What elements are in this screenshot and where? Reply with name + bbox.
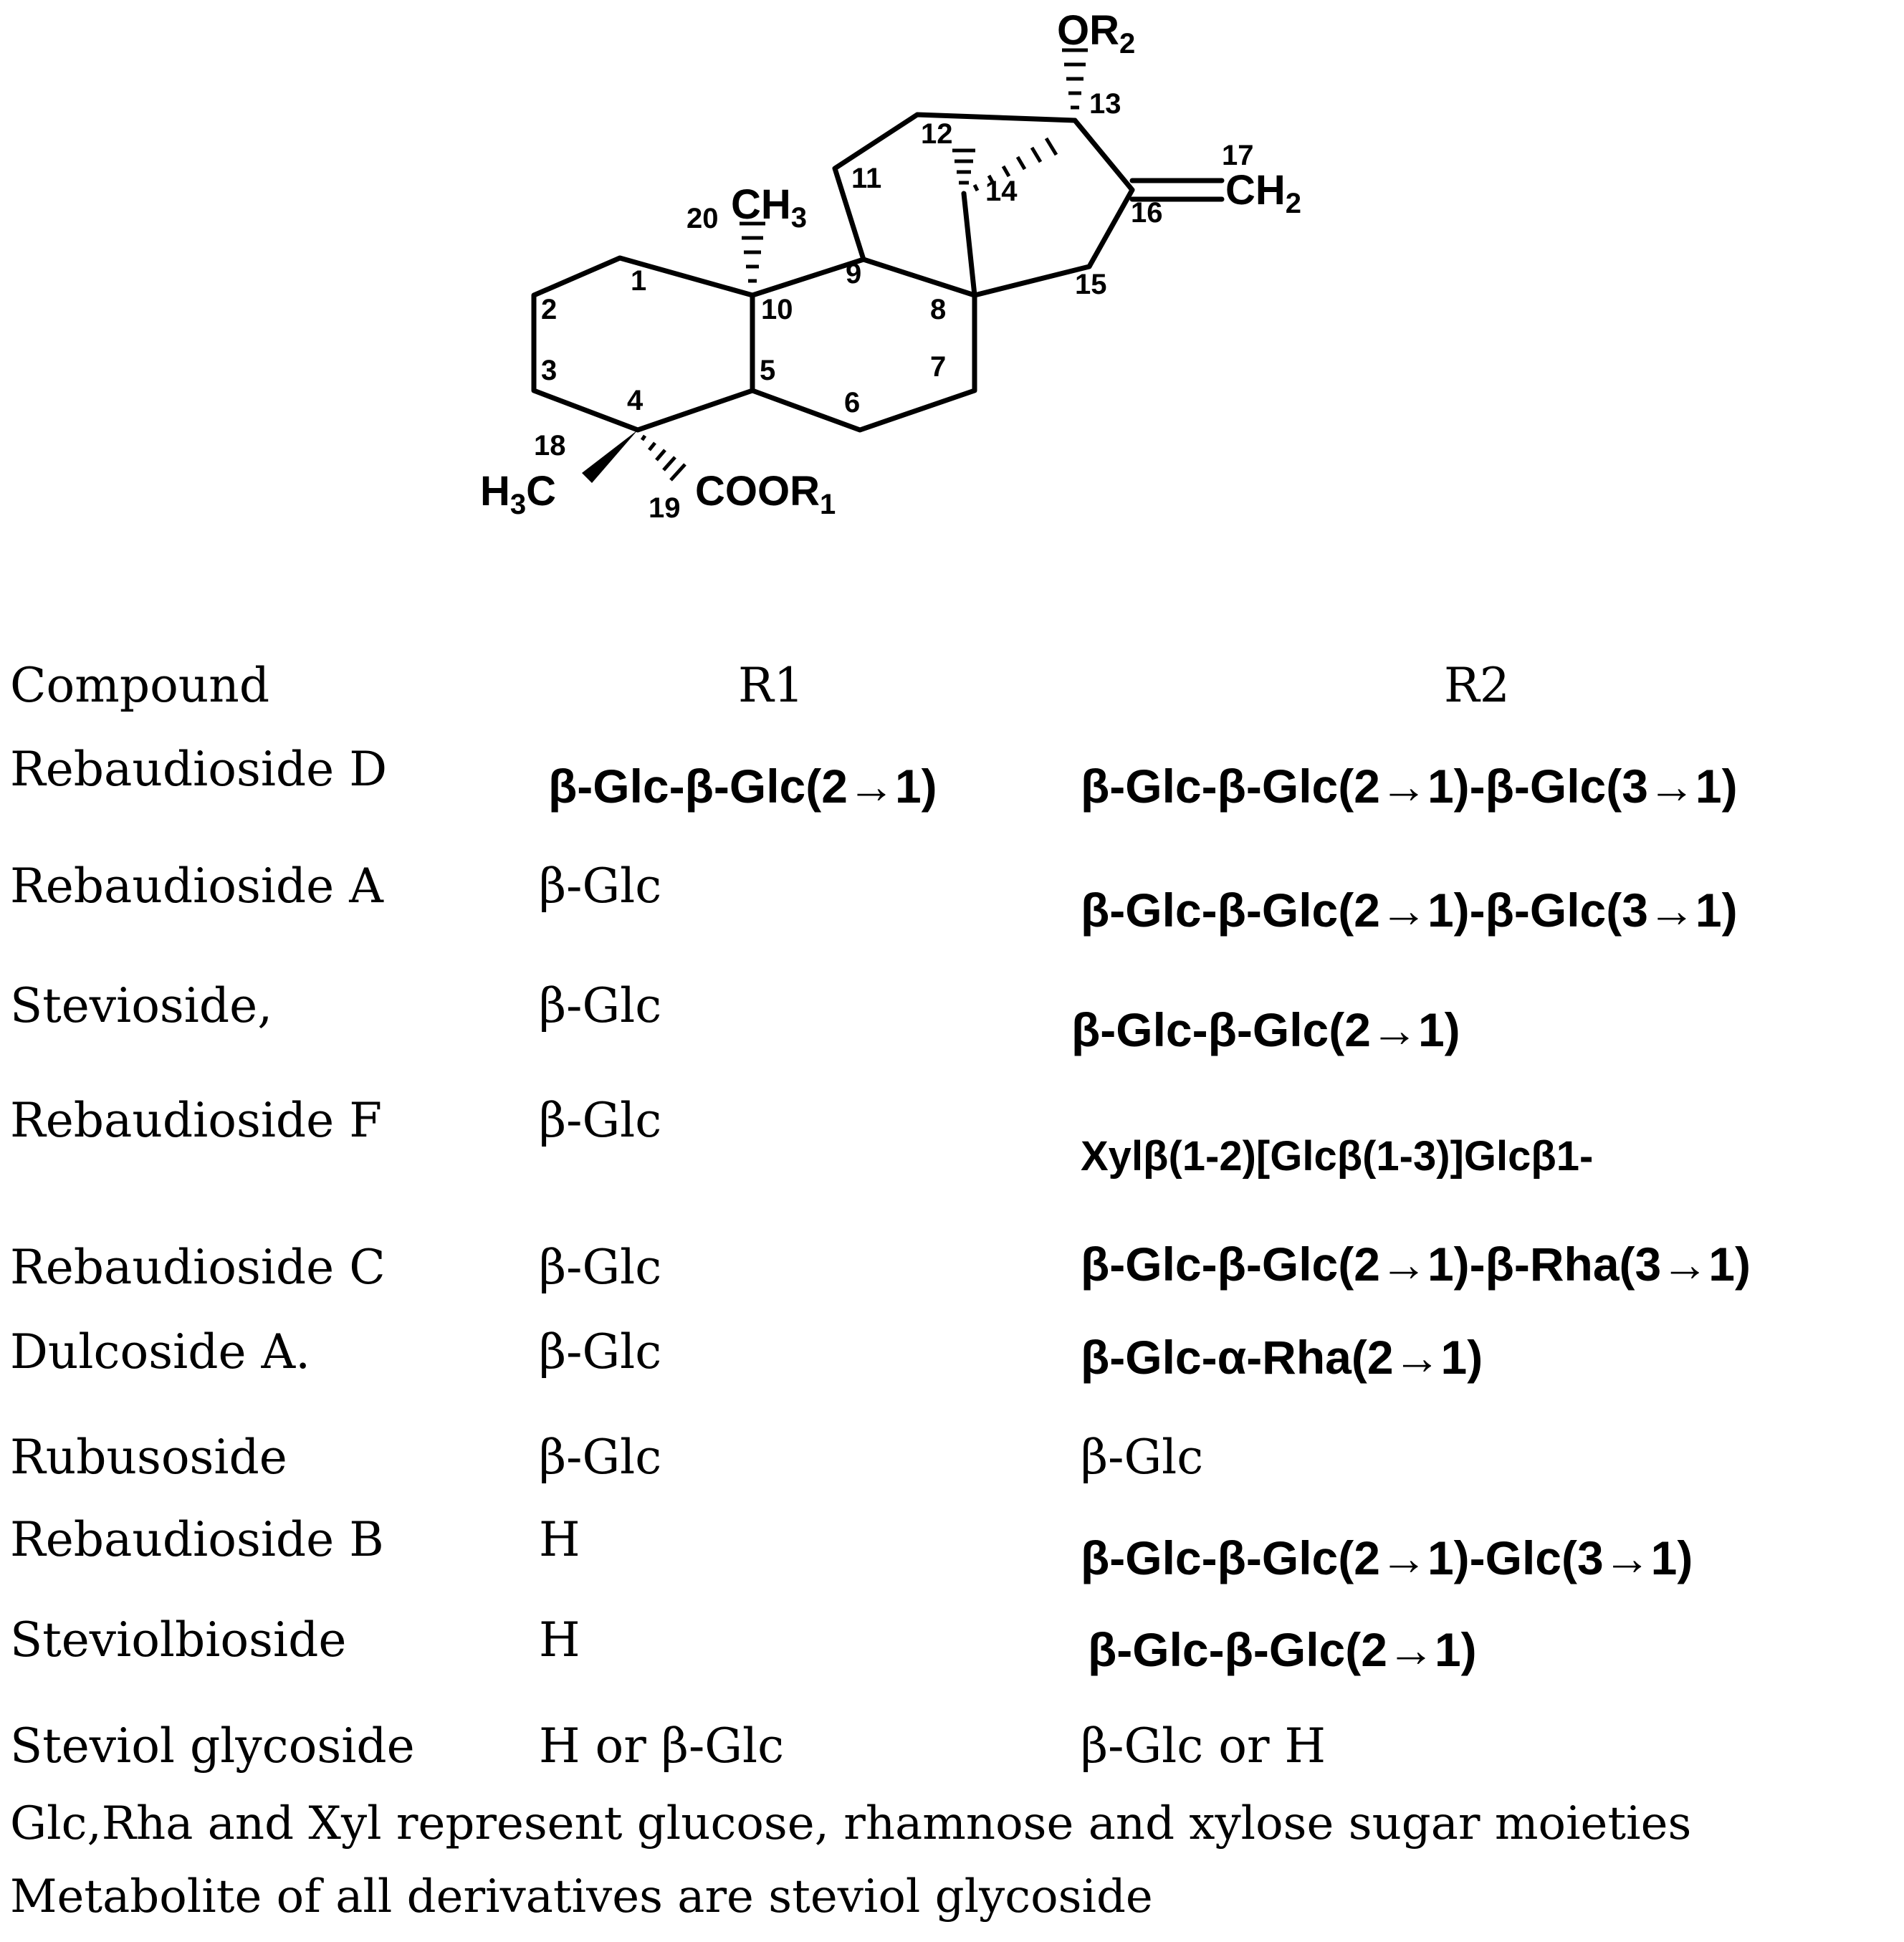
r2-value: β-Glc-β-Glc(2→1) — [1071, 1003, 1460, 1056]
atom-number-20: 20 — [687, 203, 719, 234]
r1-value: H — [539, 1612, 580, 1668]
r2-value: β-Glc or H — [1081, 1718, 1326, 1774]
r2-value: Xylβ(1-2)[Glcβ(1-3)]Glcβ1- — [1081, 1133, 1594, 1180]
ring-c-bonds — [832, 112, 1078, 262]
atom-number-7: 7 — [930, 351, 946, 383]
compound-name: Rebaudioside A — [10, 858, 383, 914]
atom-number-1: 1 — [631, 265, 646, 297]
compound-name: Rebaudioside D — [10, 742, 388, 797]
r2-value: β-Glc-α-Rha(2→1) — [1081, 1331, 1483, 1384]
atom-number-17: 17 — [1222, 140, 1254, 171]
r1-value: β-Glc — [539, 1430, 662, 1485]
compound-name: Steviolbioside — [10, 1612, 347, 1668]
atom-number-15: 15 — [1075, 269, 1107, 300]
atom-number-2: 2 — [541, 294, 557, 325]
table-row: Rebaudioside F β-Glc Xylβ(1-2)[Glcβ(1-3)… — [0, 1093, 1904, 1180]
table-row: Steviolbioside H β-Glc-β-Glc(2→1) — [0, 1612, 1904, 1684]
coor1-label: COOR1 — [695, 468, 836, 520]
ring-d-bonds — [972, 118, 1135, 298]
r1-value: H or β-Glc — [539, 1718, 785, 1774]
table-row: Rebaudioside A β-Glc β-Glc-β-Glc(2→1)-β-… — [0, 858, 1904, 937]
r2-value: β-Glc-β-Glc(2→1)-β-Glc(3→1) — [1081, 884, 1738, 937]
atom-number-19: 19 — [649, 492, 681, 524]
r1-value: β-Glc — [539, 1093, 662, 1148]
atom-number-11: 11 — [851, 163, 881, 194]
r2-value: β-Glc-β-Glc(2→1)-β-Rha(3→1) — [1081, 1238, 1751, 1291]
footnote-metabolite: Metabolite of all derivatives are stevio… — [10, 1870, 1153, 1923]
ch3-label: CH3 — [731, 181, 807, 234]
table-row: Dulcoside A. β-Glc β-Glc-α-Rha(2→1) — [0, 1324, 1904, 1396]
r1-value: H — [539, 1512, 580, 1567]
compound-name: Steviol glycoside — [10, 1718, 415, 1774]
compound-name: Rebaudioside C — [10, 1240, 386, 1295]
atom-number-8: 8 — [930, 294, 946, 325]
atom-number-14: 14 — [985, 176, 1018, 207]
hashed-bond-or2 — [1062, 48, 1088, 110]
r1-value: β-Glc — [539, 1324, 662, 1379]
table-row: Rebaudioside C β-Glc β-Glc-β-Glc(2→1)-β-… — [0, 1238, 1904, 1311]
r2-value: β-Glc-β-Glc(2→1) — [1088, 1623, 1477, 1676]
atom-number-3: 3 — [541, 355, 557, 386]
table-row: Rubusoside β-Glc β-Glc — [0, 1430, 1904, 1501]
atom-number-6: 6 — [844, 387, 860, 418]
compound-name: Dulcoside A. — [10, 1324, 311, 1379]
r1-value: β-Glc — [539, 978, 662, 1033]
ch2-label: CH2 — [1225, 167, 1301, 219]
hashed-bond-14 — [952, 148, 975, 185]
r1-value: β-Glc — [539, 858, 662, 914]
table-header-row: Compound R1 R2 — [0, 658, 1904, 730]
atom-number-12: 12 — [921, 118, 953, 150]
bond-14-8 — [961, 191, 977, 298]
compound-name: Rebaudioside B — [10, 1512, 384, 1567]
or2-label: OR2 — [1057, 7, 1135, 59]
atom-number-13: 13 — [1089, 88, 1121, 120]
table-row: Steviol glycoside H or β-Glc β-Glc or H — [0, 1718, 1904, 1790]
header-r1: R1 — [738, 658, 804, 713]
compound-name: Rubusoside — [10, 1430, 287, 1485]
hashed-bond-19 — [640, 434, 687, 482]
table-row: Rebaudioside B H β-Glc-β-Glc(2→1)-Glc(3→… — [0, 1512, 1904, 1584]
atom-number-10: 10 — [761, 294, 793, 325]
ring-b-bonds — [750, 257, 977, 433]
hashed-bridge-13-14 — [972, 137, 1058, 192]
r1-value: β-Glc — [539, 1240, 662, 1295]
table-row: Stevioside, β-Glc β-Glc-β-Glc(2→1) — [0, 978, 1904, 1056]
header-compound: Compound — [10, 658, 270, 713]
atom-number-9: 9 — [846, 258, 861, 290]
wedge-bond-18 — [582, 430, 638, 483]
hashed-bond-20 — [740, 221, 765, 283]
r2-value: β-Glc-β-Glc(2→1)-Glc(3→1) — [1081, 1531, 1693, 1584]
steviol-structure: OR2 CH3 CH2 H3C COOR1 1 2 3 4 5 6 7 8 9 … — [480, 7, 1301, 524]
table-row: Rebaudioside D β-Glc-β-Glc(2→1) β-Glc-β-… — [0, 742, 1904, 813]
atom-number-16: 16 — [1131, 197, 1163, 229]
compound-name: Rebaudioside F — [10, 1093, 383, 1148]
atom-number-5: 5 — [760, 355, 775, 386]
r2-value: β-Glc-β-Glc(2→1)-β-Glc(3→1) — [1081, 760, 1738, 813]
r2-value: β-Glc — [1081, 1430, 1204, 1485]
compound-name: Stevioside, — [10, 978, 273, 1033]
h3c-label: H3C — [480, 468, 556, 520]
atom-number-4: 4 — [627, 385, 644, 416]
header-r2: R2 — [1444, 658, 1510, 713]
atom-number-18: 18 — [534, 430, 566, 461]
footnote-abbreviations: Glc,Rha and Xyl represent glucose, rhamn… — [10, 1797, 1692, 1850]
r1-value: β-Glc-β-Glc(2→1) — [548, 760, 937, 813]
